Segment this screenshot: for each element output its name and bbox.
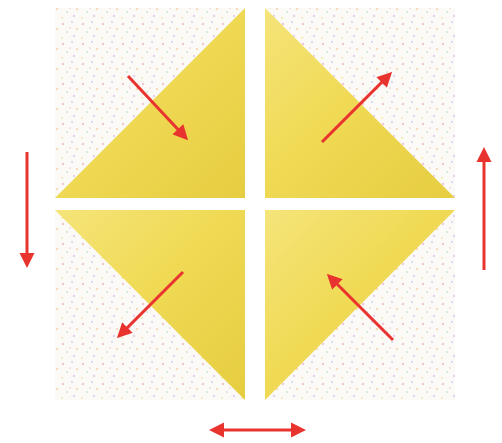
quadrant-top-left: [55, 8, 245, 198]
